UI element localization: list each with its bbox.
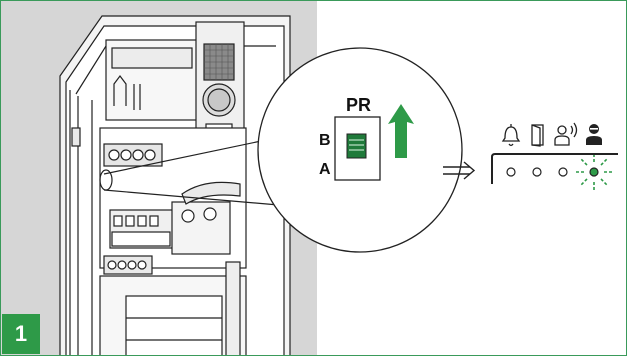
led-panel bbox=[492, 123, 618, 190]
step-number-badge: 1 bbox=[2, 314, 40, 354]
user-icon bbox=[586, 124, 602, 145]
switch-position-b: B bbox=[319, 132, 331, 149]
switch-position-a: A bbox=[319, 161, 331, 178]
switch-title: PR bbox=[346, 95, 371, 115]
device-illustration bbox=[60, 16, 290, 356]
dip-switch bbox=[335, 117, 380, 180]
led-speaker bbox=[559, 168, 567, 176]
bell-icon bbox=[503, 124, 519, 146]
led-door bbox=[533, 168, 541, 176]
door-icon bbox=[532, 125, 543, 146]
led-bell bbox=[507, 168, 515, 176]
led-user-active bbox=[576, 155, 612, 190]
speaker-person-icon bbox=[555, 123, 577, 145]
